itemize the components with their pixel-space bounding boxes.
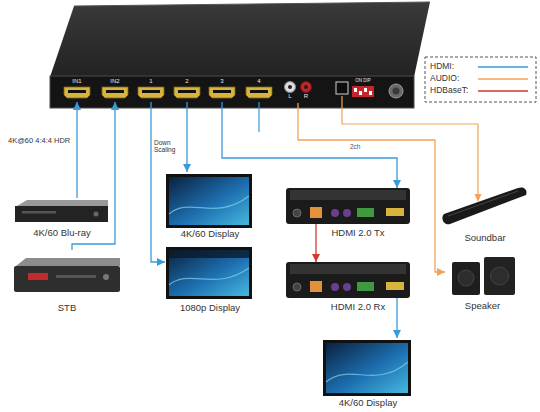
device-label: 4K/60 Blu-ray (7, 228, 117, 239)
device-label: Speaker (445, 301, 520, 312)
set-top-box (14, 258, 120, 292)
audio-wire (342, 96, 478, 196)
matrix-switcher (50, 2, 430, 108)
signal-wire (222, 102, 397, 188)
display-screen (323, 340, 411, 396)
legend-box (425, 57, 536, 102)
port-label: 1 (137, 78, 165, 85)
device-label: HDMI 2.0 Rx (306, 302, 410, 313)
wire-label: 2ch (350, 143, 380, 150)
hdmi-port: 1 (137, 78, 165, 102)
signal-wire (76, 102, 77, 198)
display: 1080p Display (165, 245, 255, 315)
hdbaset-transmitter (286, 188, 410, 224)
function-note: Down Scaling (154, 139, 186, 154)
speaker: Speaker (445, 255, 520, 313)
source-device: 4K/60 Blu-ray (12, 198, 112, 240)
device-label: HDMI 2.0 Tx (306, 228, 410, 239)
hdmi-port: 2 (173, 78, 201, 102)
display-screen (166, 247, 252, 299)
bluray-player (15, 200, 108, 222)
switch-label: ON DIP (349, 78, 377, 83)
legend-line (478, 78, 528, 80)
speaker-illustration (452, 257, 515, 295)
hdmi-port: 3 (208, 78, 236, 102)
display-screen (166, 174, 252, 228)
hdbaset-receiver (286, 262, 410, 298)
port-label: IN2 (100, 78, 130, 85)
port-label: 4 (245, 78, 273, 85)
port-label: R (298, 93, 314, 100)
port-label: L (282, 93, 298, 100)
legend-text: HDMI: (430, 62, 476, 72)
display: 4K/60 Display (165, 172, 255, 240)
signal-wire (396, 298, 397, 338)
port-label: IN1 (62, 78, 92, 85)
arrow-head (475, 194, 482, 202)
extender: HDMI 2.0 Tx (286, 188, 410, 224)
device-label: 4K/60 Display (165, 229, 255, 240)
device-label: STB (12, 303, 122, 314)
signal-wire (151, 102, 165, 262)
device-label: 4K/60 Display (322, 398, 414, 409)
legend-line (478, 66, 528, 68)
source-device: STB (12, 250, 122, 315)
device-label: Soundbar (440, 233, 530, 244)
hdmi-port: IN2 (100, 78, 130, 102)
soundbar: Soundbar (440, 175, 530, 245)
port-label: 3 (208, 78, 236, 85)
signal-wire (186, 102, 187, 172)
signal-wire (298, 103, 445, 272)
hdmi-port: 4 (245, 78, 273, 102)
audio-jack: LR (282, 79, 314, 103)
legend-line (478, 90, 528, 92)
device-label: 1080p Display (165, 303, 255, 314)
hdmi-wire (258, 102, 259, 132)
display: 4K/60 Display (322, 338, 414, 410)
legend-text: HDBaseT: (430, 86, 476, 96)
soundbar-illustration (442, 187, 526, 224)
extender: HDMI 2.0 Rx (286, 262, 410, 298)
legend-text: AUDIO: (430, 74, 476, 84)
signal-note: 4K@60 4:4:4 HDR (8, 137, 88, 146)
signal-wire (315, 224, 316, 262)
port-label: 2 (173, 78, 201, 85)
hdmi-port: IN1 (62, 78, 92, 102)
